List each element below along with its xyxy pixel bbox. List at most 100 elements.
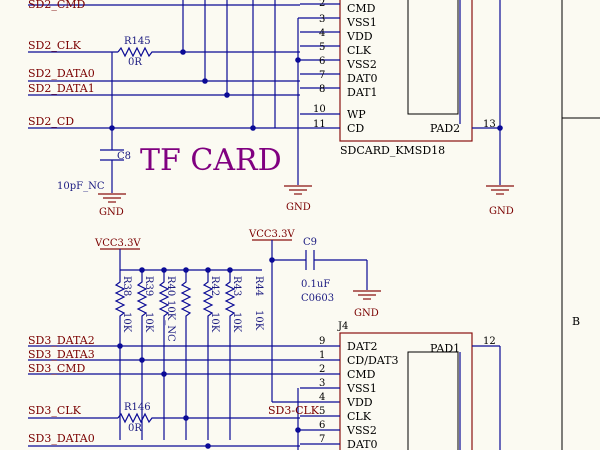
pullup-r39-value: 10K bbox=[143, 312, 154, 333]
bottom-capacitor-c9: C9 0.1uF C0603 bbox=[272, 237, 368, 304]
pullup-r38-value: 10K bbox=[121, 312, 132, 333]
j4-pin-num-vss2: 6 bbox=[319, 420, 325, 431]
top-pad-num: 13 bbox=[483, 119, 496, 130]
net-sd2-data1: SD2_DATA1 bbox=[28, 82, 95, 95]
top-resistor-ref: R145 bbox=[124, 36, 151, 47]
top-capacitor-c8: C8 10pF_NC bbox=[57, 149, 131, 192]
pullup-r40-value: 10K_NC bbox=[165, 300, 176, 342]
top-pin-num-clk: 5 bbox=[319, 42, 325, 53]
pullup-r43-ref: R43 bbox=[231, 276, 242, 296]
top-cap-ref: C8 bbox=[117, 151, 131, 162]
pullup-r38: R38 10K bbox=[121, 276, 132, 333]
j4-pin-name-cmd: CMD bbox=[347, 368, 376, 381]
net-sd2-data0: SD2_DATA0 bbox=[28, 67, 95, 80]
j4-pin-num-cmd: 2 bbox=[319, 364, 325, 375]
c9-value: 0.1uF bbox=[301, 279, 330, 290]
top-pin-name-clk: CLK bbox=[347, 44, 372, 57]
j4-pin-num-vdd: 4 bbox=[319, 392, 325, 403]
frame-zone-label: B bbox=[572, 315, 580, 328]
net-sd2-cd: SD2_CD bbox=[28, 115, 74, 128]
c9-ref: C9 bbox=[303, 237, 317, 248]
vcc-label-pullups: VCC3.3V bbox=[94, 238, 141, 249]
section-title: TF CARD bbox=[140, 143, 282, 178]
pullup-r40-ref: R40 bbox=[165, 276, 176, 296]
top-pin-num-wp: 10 bbox=[313, 104, 326, 115]
top-pin-name-cmd: CMD bbox=[347, 2, 376, 15]
top-pin-name-vss1: VSS1 bbox=[346, 16, 377, 29]
top-pin-name-vdd: VDD bbox=[346, 30, 373, 43]
j4-ref: J4 bbox=[337, 321, 348, 332]
pullup-r44-ref: R44 bbox=[253, 276, 264, 296]
top-pin-name-dat0: DAT0 bbox=[347, 72, 378, 85]
gnd-label-pad: GND bbox=[489, 206, 514, 217]
top-connector-inner bbox=[407, 0, 459, 115]
gnd-label-c9: GND bbox=[354, 308, 379, 319]
top-pin-name-dat1: DAT1 bbox=[347, 86, 378, 99]
top-pin-num-dat0: 7 bbox=[319, 70, 325, 81]
pullup-r43: R43 10K bbox=[231, 276, 242, 333]
top-pin-name-cd: CD bbox=[347, 122, 364, 135]
top-cap-value: 10pF_NC bbox=[57, 181, 105, 192]
r146-value: 0R bbox=[128, 423, 142, 434]
top-pin-name-wp: WP bbox=[347, 108, 366, 121]
top-pin-num-cd: 11 bbox=[313, 119, 326, 130]
c9-package: C0603 bbox=[301, 293, 334, 304]
top-tf-card-circuit: 2 3 4 5 6 7 8 10 11 CMD VSS1 VDD CLK VSS… bbox=[28, 0, 514, 218]
bottom-connector-inner bbox=[407, 351, 459, 450]
net-sd3-clk: SD3_CLK bbox=[28, 404, 82, 417]
pullup-r42-ref: R42 bbox=[209, 276, 220, 296]
top-resistor-r145: R145 0R bbox=[117, 36, 155, 68]
gnd-symbol-c8: GND bbox=[98, 193, 126, 218]
pullup-r44-value: 10K bbox=[253, 310, 264, 331]
net-sd3-data3: SD3_DATA3 bbox=[28, 348, 95, 361]
j4-pin-name-vss2: VSS2 bbox=[346, 424, 377, 437]
pullup-r39: R39 10K bbox=[143, 276, 154, 333]
sheet-frame: B bbox=[561, 0, 600, 450]
j4-pin-name-dat0: DAT0 bbox=[347, 438, 378, 450]
top-resistor-value: 0R bbox=[128, 57, 142, 68]
j4-pin-name-dat2: DAT2 bbox=[347, 340, 378, 353]
j4-pad-name: PAD1 bbox=[430, 342, 460, 355]
r146-ref: R146 bbox=[124, 402, 151, 413]
pullup-r40: R40 10K_NC bbox=[165, 276, 176, 342]
top-pin-num-cmd: 2 bbox=[319, 0, 325, 9]
pullup-r42-value: 10K bbox=[209, 312, 220, 333]
j4-pin-name-dat3: CD/DAT3 bbox=[347, 354, 398, 367]
pullup-r38-ref: R38 bbox=[121, 276, 132, 296]
j4-pin-name-clk: CLK bbox=[347, 410, 372, 423]
top-pin-num-dat1: 8 bbox=[319, 84, 325, 95]
pullup-r44: R44 10K bbox=[253, 276, 264, 331]
net-sd3-data2: SD3_DATA2 bbox=[28, 334, 95, 347]
top-pin-num-vss1: 3 bbox=[319, 14, 325, 25]
top-connector-part: SDCARD_KMSD18 bbox=[340, 144, 445, 157]
net-sd2-cmd: SD2_CMD bbox=[28, 0, 86, 11]
top-pin-num-vss2: 6 bbox=[319, 56, 325, 67]
net-sd3-data0: SD3_DATA0 bbox=[28, 432, 95, 445]
bottom-resistor-r146: R146 0R bbox=[117, 402, 155, 434]
top-connector-body bbox=[339, 0, 473, 142]
vcc-label-cap: VCC3.3V bbox=[248, 229, 295, 240]
top-pin-name-vss2: VSS2 bbox=[346, 58, 377, 71]
top-pad-name: PAD2 bbox=[430, 122, 460, 135]
gnd-symbol-connector: GND bbox=[284, 185, 312, 213]
pullup-r43-value: 10K bbox=[231, 312, 242, 333]
j4-pin-num-dat2: 9 bbox=[319, 336, 325, 347]
gnd-label-connector: GND bbox=[286, 202, 311, 213]
j4-pin-name-vdd: VDD bbox=[346, 396, 373, 409]
net-sd3-cmd: SD3_CMD bbox=[28, 362, 86, 375]
bottom-tf-card-circuit: VCC3.3V VCC3.3V R38 10K R39 10K bbox=[28, 229, 501, 450]
net-sd3-clk-label: SD3-CLK bbox=[268, 404, 320, 417]
j4-pin-num-dat3: 1 bbox=[319, 350, 325, 361]
net-sd2-clk: SD2_CLK bbox=[28, 39, 82, 52]
j4-pad-num: 12 bbox=[483, 336, 496, 347]
j4-pin-name-vss1: VSS1 bbox=[346, 382, 377, 395]
pullup-r39-ref: R39 bbox=[143, 276, 154, 296]
j4-pin-num-dat0: 7 bbox=[319, 434, 325, 445]
top-pin-num-vdd: 4 bbox=[319, 28, 325, 39]
j4-pin-num-clk: 5 bbox=[319, 406, 325, 417]
pullup-r42: R42 10K bbox=[209, 276, 220, 333]
gnd-symbol-c9: GND bbox=[353, 290, 381, 319]
gnd-symbol-pad: GND bbox=[486, 185, 514, 217]
j4-pin-num-vss1: 3 bbox=[319, 378, 325, 389]
